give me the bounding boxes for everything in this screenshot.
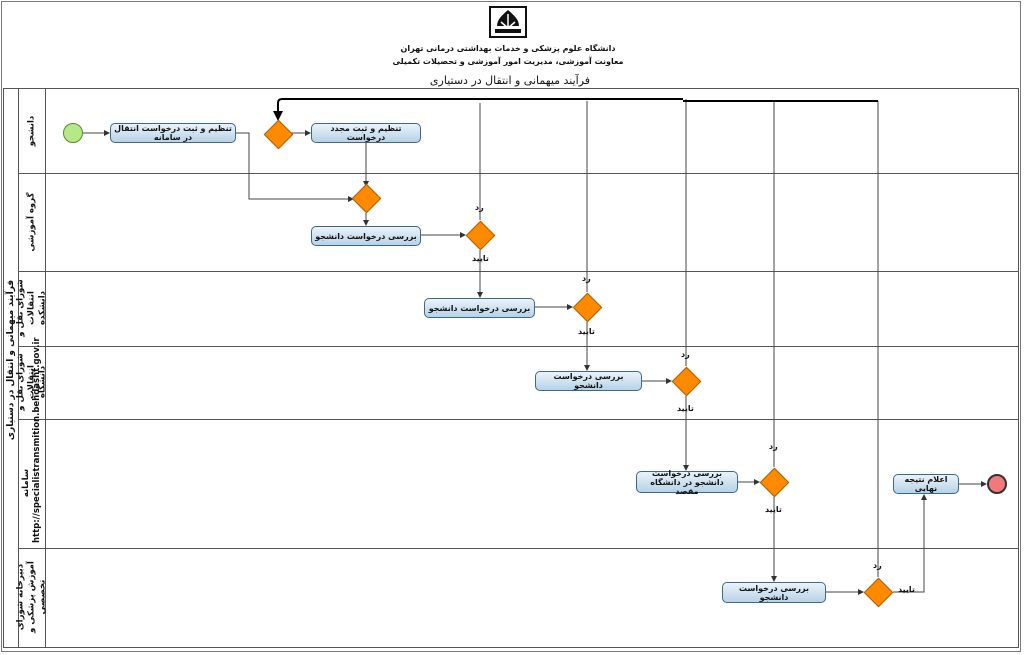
task-destination-review: بررسی درخواست دانشجو در دانشگاه مقصد (636, 469, 738, 496)
lane-head-secretariat (18, 548, 46, 647)
label-approve-1: تایید (472, 254, 489, 263)
deputy-name: معاونت آموزشی، مدیریت امور آموزشی و تحصی… (392, 57, 624, 66)
lane-group (18, 173, 1019, 271)
page-title: فرآیند میهمانی و انتقال در دستیاری (429, 74, 591, 87)
lane-system (18, 419, 1019, 548)
label-reject-1: رد (475, 203, 484, 212)
lane-head-faculty (18, 271, 46, 346)
label-reject-2: رد (582, 274, 591, 283)
label-approve-2: تایید (578, 327, 595, 336)
start-event (63, 123, 83, 143)
label-reject-4: رد (769, 442, 778, 451)
task-announce-result: اعلام نتیجه نهایی (893, 474, 959, 494)
lane-head-group (18, 173, 46, 271)
label-approve-4: تایید (765, 505, 782, 514)
task-group-review: بررسی درخواست دانشجو (311, 226, 421, 246)
end-event (987, 474, 1007, 494)
pool (3, 88, 1019, 648)
university-logo (489, 6, 527, 38)
lane-head-system (18, 419, 46, 548)
lane-head-student (18, 89, 46, 173)
task-university-review: بررسی درخواست دانشجو (535, 371, 642, 391)
lane-faculty (18, 271, 1019, 346)
label-approve-3: تایید (677, 404, 694, 413)
label-reject-5: رد (873, 561, 882, 570)
task-reregister-request: تنظیم و ثبت مجدد درخواست (311, 123, 421, 143)
flow-reject-return (278, 98, 878, 119)
label-reject-3: رد (681, 350, 690, 359)
task-faculty-review: بررسی درخواست دانشجو (424, 298, 535, 318)
flow-gw5-announce (893, 494, 927, 593)
lane-head-university (18, 346, 46, 419)
task-secretariat-review: بررسی درخواست دانشجو (722, 582, 826, 603)
lane-secretariat (18, 548, 1019, 647)
university-name: دانشگاه علوم پزشکی و خدمات بهداشتی درمان… (400, 44, 616, 53)
pool-label-band (4, 89, 19, 647)
label-approve-5: تایید (898, 585, 915, 594)
lane-university (18, 346, 1019, 419)
task-register-request: تنظیم و ثبت درخواست انتقال در سامانه (110, 123, 236, 143)
flow-register-merge (236, 132, 354, 202)
